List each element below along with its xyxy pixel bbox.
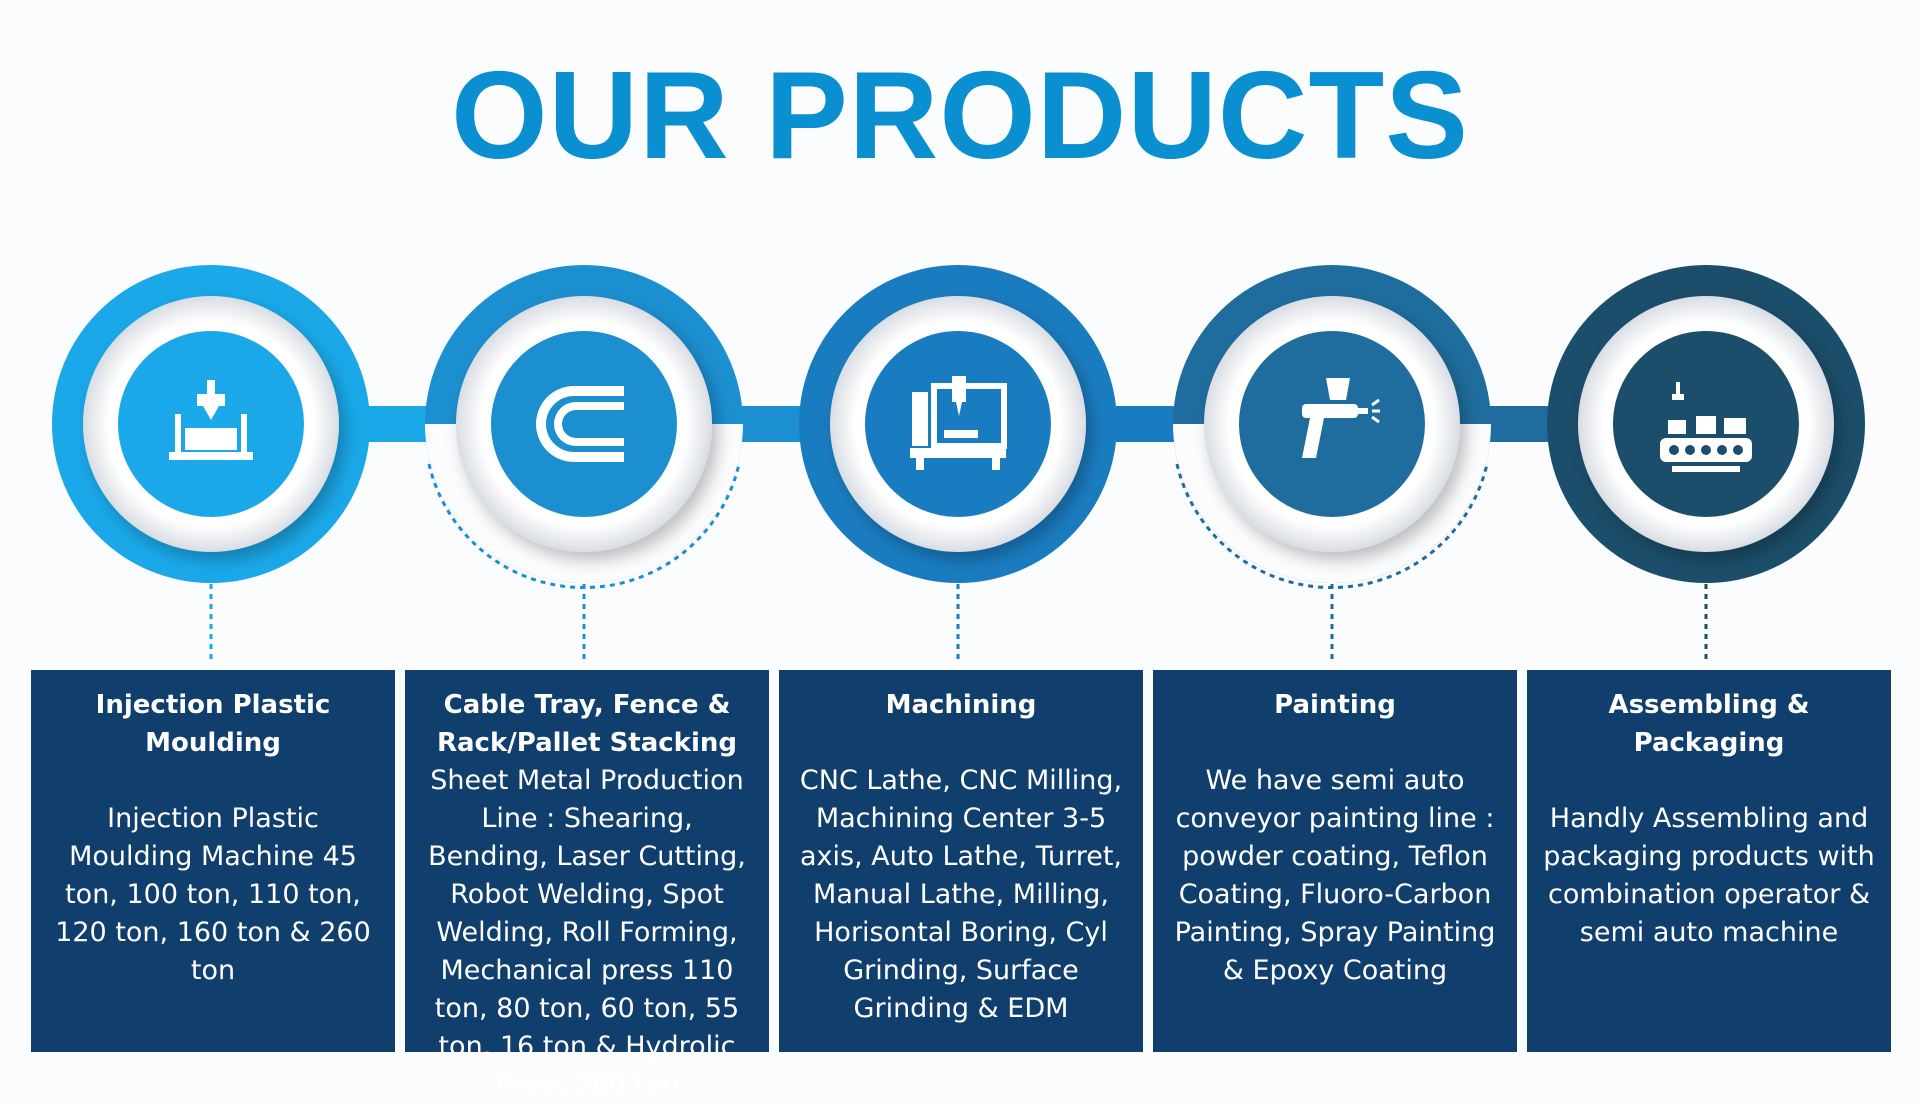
page-title: OUR PRODUCTS — [451, 47, 1469, 185]
injection-mould-icon — [169, 380, 253, 460]
cnc-machine-icon — [910, 376, 1007, 470]
product-description: Handly Assembling and packaging products… — [1543, 803, 1875, 948]
product-heading: Cable Tray, Fence & Rack/Pallet Stacking — [436, 690, 738, 758]
step-circle — [1547, 265, 1865, 660]
step-circle — [1173, 265, 1491, 660]
product-description: We have semi auto conveyor painting line… — [1174, 765, 1496, 986]
step-circle — [52, 265, 370, 660]
product-heading: Painting — [1274, 690, 1396, 720]
product-description: Sheet Metal Production Line : Shearing, … — [428, 765, 746, 1100]
product-heading: Assembling & Packaging — [1608, 690, 1810, 758]
conveyor-packaging-icon — [1660, 382, 1752, 472]
cable-tray-icon — [536, 386, 624, 462]
product-description: CNC Lathe, CNC Milling, Machining Center… — [799, 765, 1123, 1024]
product-card: Cable Tray, Fence & Rack/Pallet Stacking… — [405, 670, 769, 1100]
product-description: Injection Plastic Moulding Machine 45 to… — [55, 803, 371, 986]
spray-gun-icon — [1302, 378, 1380, 458]
process-flow — [52, 265, 1865, 660]
step-circle — [799, 265, 1117, 660]
step-circle — [425, 265, 743, 660]
product-heading: Machining — [885, 690, 1037, 720]
product-heading: Injection Plastic Moulding — [95, 690, 331, 758]
product-card: Painting We have semi auto conveyor paint… — [1153, 670, 1517, 1052]
